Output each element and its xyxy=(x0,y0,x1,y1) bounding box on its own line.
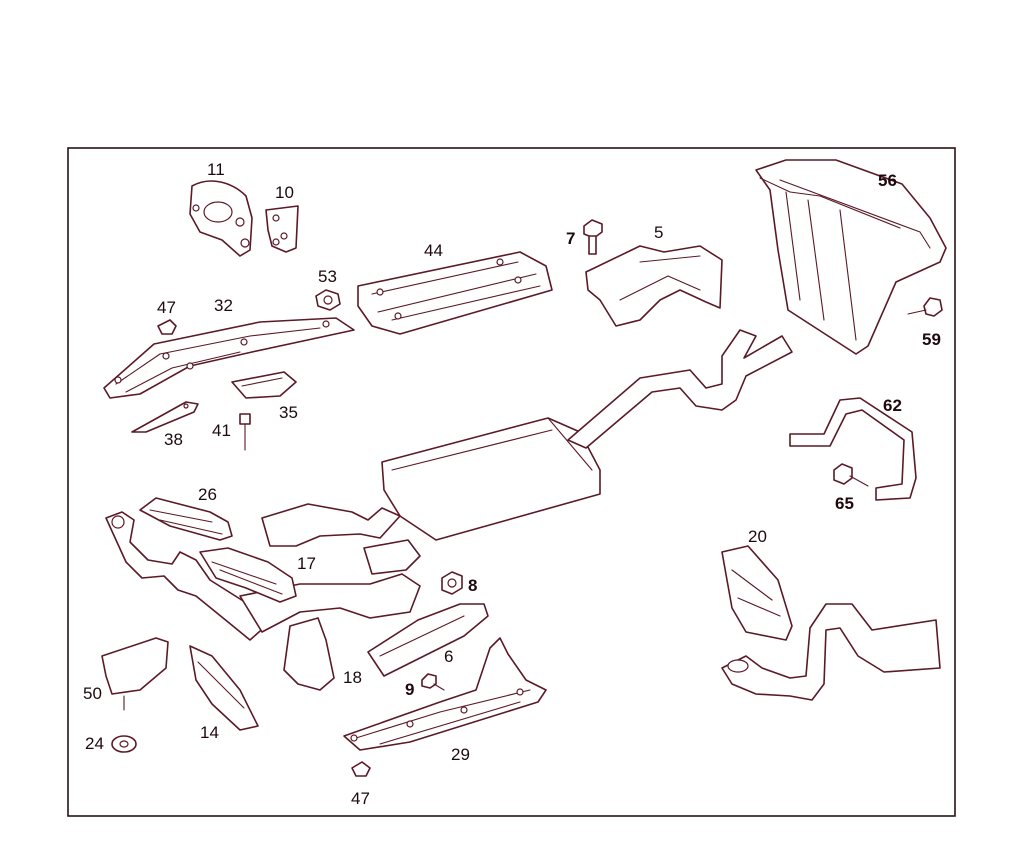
diagram-frame xyxy=(67,147,956,817)
part-8-nut[interactable] xyxy=(441,571,463,595)
part-56-large-heat-shield[interactable] xyxy=(755,159,947,355)
part-62-hanger[interactable] xyxy=(789,397,917,501)
callout-5[interactable]: 5 xyxy=(654,223,663,242)
part-26-shield[interactable] xyxy=(139,497,233,541)
part-29-bottom-shield[interactable] xyxy=(343,637,547,751)
part-7-bolt[interactable] xyxy=(583,219,603,255)
part-35-plate[interactable] xyxy=(231,371,297,399)
callout-65[interactable]: 65 xyxy=(835,494,854,513)
callout-26[interactable]: 26 xyxy=(198,485,217,504)
callout-47-bottom[interactable]: 47 xyxy=(351,789,370,808)
callout-41[interactable]: 41 xyxy=(212,421,231,440)
part-38-strap[interactable] xyxy=(131,401,199,433)
part-65-bolt[interactable] xyxy=(833,463,869,487)
exhaust-main-pipe-muffler[interactable] xyxy=(261,329,793,547)
callout-6[interactable]: 6 xyxy=(444,647,453,666)
part-14-shield[interactable] xyxy=(189,645,259,731)
callout-17[interactable]: 17 xyxy=(297,554,316,573)
callout-11[interactable]: 11 xyxy=(207,160,225,179)
callout-7[interactable]: 7 xyxy=(566,229,575,248)
callout-38[interactable]: 38 xyxy=(164,430,183,449)
part-20-shield[interactable] xyxy=(721,545,793,641)
callout-47-top[interactable]: 47 xyxy=(157,298,176,317)
callout-32[interactable]: 32 xyxy=(214,296,233,315)
part-17-shield[interactable] xyxy=(199,547,297,603)
callout-44[interactable]: 44 xyxy=(424,241,443,260)
part-59-bolt[interactable] xyxy=(907,297,943,317)
callout-29[interactable]: 29 xyxy=(451,745,470,764)
part-6-heat-shield[interactable] xyxy=(367,603,489,677)
rear-pipe-right[interactable] xyxy=(721,603,941,701)
part-24-grommet[interactable] xyxy=(111,735,137,753)
part-41-stud[interactable] xyxy=(239,413,251,451)
callout-14[interactable]: 14 xyxy=(200,723,219,742)
callout-62[interactable]: 62 xyxy=(883,396,902,415)
part-9-bolt[interactable] xyxy=(421,673,445,691)
callout-10[interactable]: 10 xyxy=(275,183,294,202)
part-18-bracket[interactable] xyxy=(283,617,335,691)
part-11-mount[interactable] xyxy=(189,180,253,257)
callout-20[interactable]: 20 xyxy=(748,527,767,546)
part-32-long-shield[interactable] xyxy=(103,317,355,399)
part-47-clip-top[interactable] xyxy=(157,319,177,335)
part-50-bracket[interactable] xyxy=(101,637,169,711)
callout-labels: 11 10 53 44 7 5 56 59 47 32 35 38 41 62 … xyxy=(83,160,941,808)
part-53-nut[interactable] xyxy=(315,289,341,311)
callout-18[interactable]: 18 xyxy=(343,668,362,687)
callout-56[interactable]: 56 xyxy=(878,171,897,190)
callout-59[interactable]: 59 xyxy=(922,330,941,349)
part-47-clip-bottom[interactable] xyxy=(351,761,371,777)
callout-35[interactable]: 35 xyxy=(279,403,298,422)
callout-24[interactable]: 24 xyxy=(85,734,104,753)
callout-53[interactable]: 53 xyxy=(318,267,337,286)
callout-8[interactable]: 8 xyxy=(468,576,477,595)
part-10-bracket[interactable] xyxy=(265,205,299,253)
callout-50[interactable]: 50 xyxy=(83,684,102,703)
part-44-heat-shield[interactable] xyxy=(357,251,553,335)
part-5-heat-shield[interactable] xyxy=(585,245,723,327)
callout-9[interactable]: 9 xyxy=(405,680,414,699)
